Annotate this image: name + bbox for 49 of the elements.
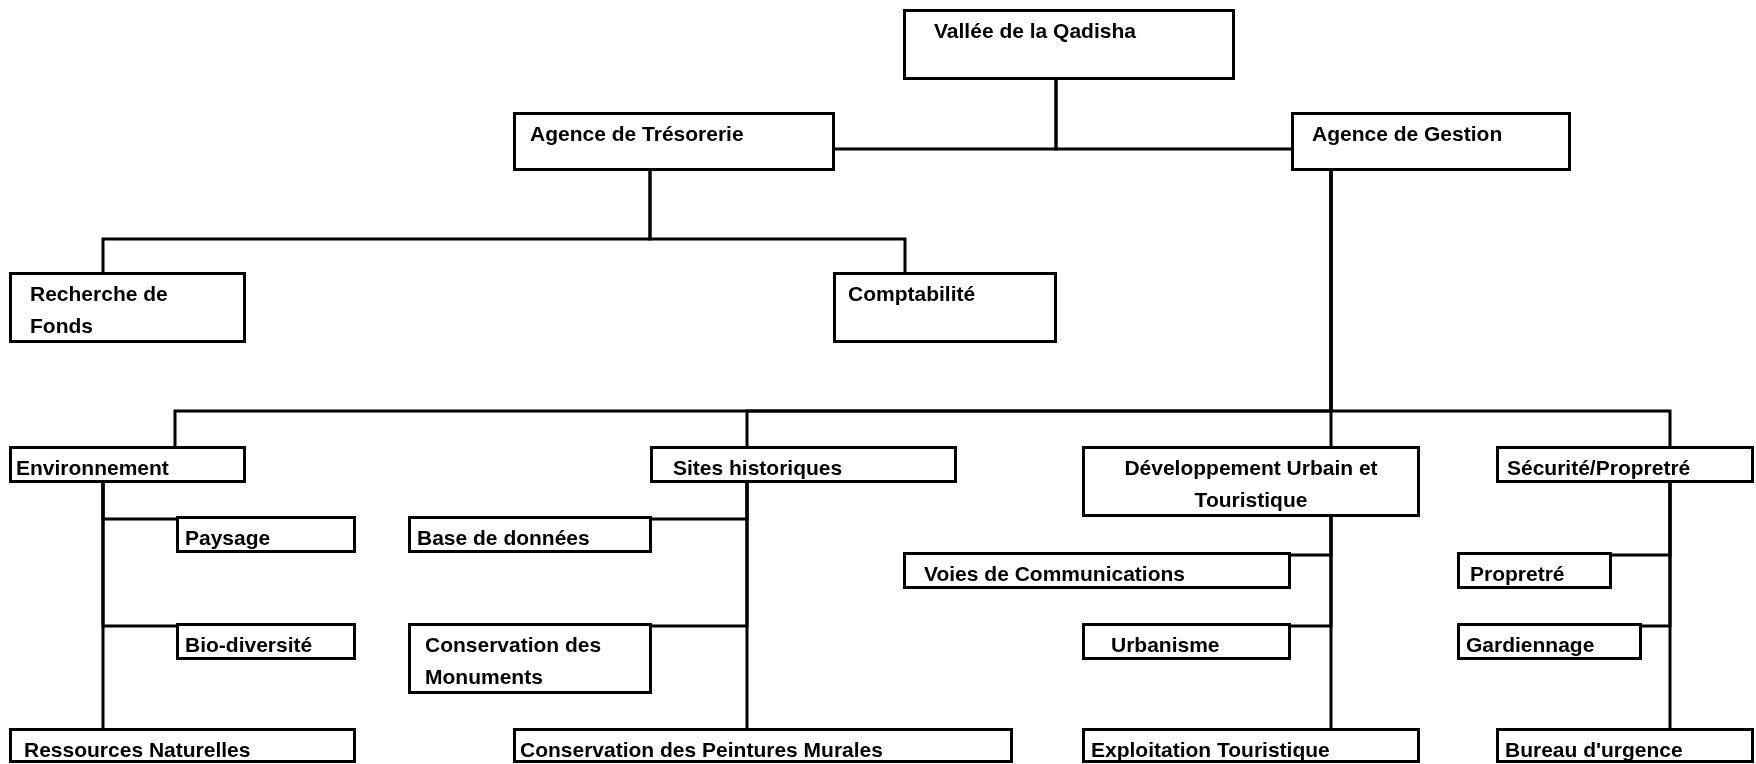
org-box — [650, 446, 957, 483]
org-box — [1496, 446, 1754, 483]
org-box — [9, 728, 356, 763]
org-box — [408, 623, 652, 694]
org-box — [9, 272, 246, 343]
org-box — [1082, 623, 1291, 660]
box-label: Gardiennage — [1466, 632, 1596, 658]
connector-line — [1668, 483, 1672, 728]
org-box — [1291, 112, 1571, 171]
box-label: Agence de Gestion — [1312, 121, 1504, 147]
org-box — [1082, 446, 1420, 517]
box-label: Voies de Communications — [924, 561, 1186, 587]
box-label: Paysage — [185, 525, 272, 551]
box-label: Base de données — [417, 525, 591, 551]
box-label: Agence de Trésorerie — [530, 121, 745, 147]
box-label: Environnement — [16, 455, 170, 481]
org-box — [176, 623, 356, 660]
org-box — [833, 272, 1057, 343]
connector-line — [745, 483, 749, 728]
box-label: Recherche de Fonds — [30, 281, 169, 339]
org-box — [903, 552, 1291, 589]
connector-line — [1054, 80, 1291, 151]
org-box — [1082, 728, 1420, 763]
connector-line — [1329, 171, 1672, 446]
box-label: Bio-diversité — [185, 632, 314, 658]
org-box — [9, 446, 246, 483]
box-label: Développement Urbain et Touristique — [1123, 455, 1379, 513]
connector-line — [101, 483, 105, 728]
box-label: Conservation des Monuments — [425, 632, 603, 690]
org-box — [513, 728, 1013, 763]
org-box — [1457, 552, 1612, 589]
org-box — [1457, 623, 1642, 660]
org-box — [176, 516, 356, 553]
org-box — [408, 516, 652, 553]
box-label: Bureau d'urgence — [1505, 737, 1684, 763]
box-label: Sécurité/Propretré — [1507, 455, 1692, 481]
connector-line — [1329, 517, 1333, 728]
box-label: Comptabilité — [848, 281, 977, 307]
box-label: Urbanisme — [1111, 632, 1221, 658]
connector-line — [648, 171, 907, 272]
box-label: Sites historiques — [673, 455, 844, 481]
org-box — [903, 9, 1235, 80]
box-label: Propretré — [1470, 561, 1566, 587]
box-label: Conservation des Peintures Murales — [520, 737, 884, 763]
org-box — [513, 112, 835, 171]
box-label: Ressources Naturelles — [24, 737, 252, 763]
org-box — [1496, 728, 1754, 763]
box-label: Exploitation Touristique — [1091, 737, 1331, 763]
box-label: Vallée de la Qadisha — [934, 18, 1137, 44]
